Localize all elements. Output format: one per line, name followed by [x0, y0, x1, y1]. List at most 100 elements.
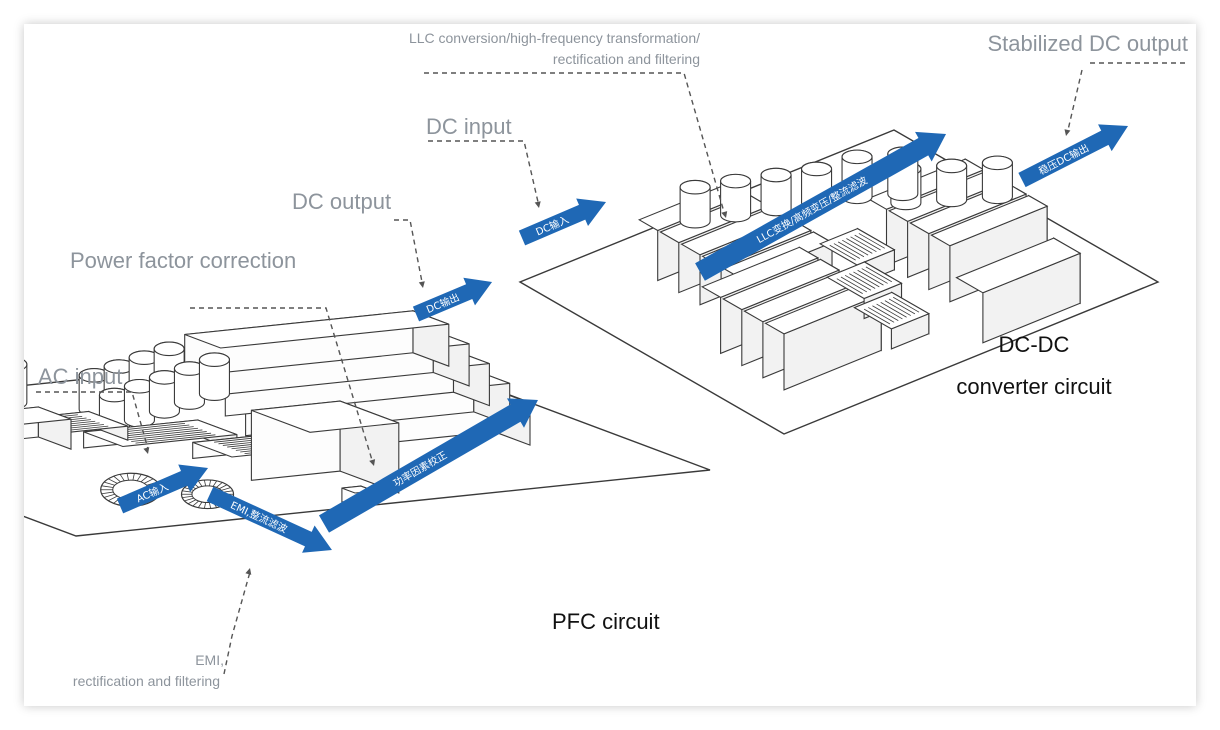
coil-winding [197, 480, 203, 487]
arrow-body [318, 398, 538, 533]
dcdc-board [518, 129, 1160, 435]
transformer-fin [126, 431, 207, 441]
coil-winding [197, 501, 203, 508]
transformer-fin [861, 268, 888, 284]
leader-tip [369, 459, 376, 466]
coil-winding [212, 480, 218, 487]
transformer-fin [884, 300, 911, 316]
coil-winding [209, 502, 212, 509]
coil-winding [144, 478, 154, 484]
box-top [251, 400, 399, 433]
coil-winding [101, 485, 114, 488]
coil-winding [219, 484, 228, 490]
transformer-fin [842, 239, 869, 256]
coil-winding [132, 473, 135, 481]
leader-dc-input [428, 140, 539, 203]
coil-winding [104, 481, 115, 486]
label-llc-line1: LLC conversion/high-frequency transforma… [408, 30, 700, 46]
transformer-fin [863, 308, 891, 325]
label-dcdc-line2: converter circuit [956, 374, 1112, 399]
arrow-body [1018, 124, 1129, 188]
pfc-emi-block [24, 406, 72, 450]
coil-winding [187, 499, 197, 505]
leader-pfc [190, 307, 373, 461]
coil-winding [126, 473, 129, 481]
dcdc-capacitor [760, 167, 792, 217]
coil-winding [136, 474, 142, 482]
transformer-fin [118, 427, 199, 438]
box-top [83, 419, 238, 448]
leader-tip [245, 568, 252, 575]
dcdc-capacitor [720, 173, 752, 223]
pfc-board [24, 310, 711, 537]
coil-winding [184, 497, 194, 502]
leader-lines [36, 62, 1188, 675]
coil-winding [209, 479, 212, 487]
pfc-capacitor [198, 352, 230, 401]
label-ac-input: AC input [38, 364, 123, 389]
coil-winding [113, 475, 121, 483]
arrow-body [206, 486, 332, 553]
capacitor-top [679, 179, 711, 195]
capacitor-top [153, 341, 185, 357]
leader-pfc-dc-output [394, 219, 423, 283]
arrow-label: 稳压DC输出 [1036, 141, 1091, 177]
label-pfc-dc-output: DC output [292, 189, 392, 214]
coil-winding [182, 495, 193, 499]
coil-winding [140, 475, 149, 483]
dcdc-capacitor [981, 155, 1013, 205]
coil-winding [182, 490, 193, 493]
label-emi-line2: rectification and filtering [72, 673, 220, 689]
leader-tip [418, 281, 425, 288]
leader-tip [143, 447, 150, 454]
coil-winding [108, 495, 118, 502]
capacitor-top [841, 149, 873, 165]
label-emi-line1: EMI, [195, 652, 224, 668]
transformer-fin [876, 303, 903, 320]
transformer-fin [135, 434, 216, 444]
pfc-capacitor [24, 359, 28, 408]
transformer-fin [868, 307, 895, 323]
arrow-dc-input: DC输入 [518, 198, 607, 246]
transformer-fin [854, 234, 881, 251]
capacitor-top [198, 352, 230, 368]
transformer-fin [888, 298, 916, 315]
label-pfc-circuit: PFC circuit [552, 609, 660, 634]
leader-emi [223, 571, 251, 675]
capacitor-top [801, 161, 833, 177]
capacitor-top [981, 155, 1013, 171]
coil-winding [108, 478, 118, 484]
box-top [930, 194, 1049, 247]
transformer-fin [849, 273, 876, 289]
coil-winding [192, 500, 199, 507]
arrow-stabilized-output: 稳压DC输出 [1018, 124, 1129, 188]
arrow-body [695, 131, 947, 281]
box-top [818, 227, 896, 266]
label-dcdc-line1: DC-DC [998, 332, 1070, 357]
coil-winding [216, 482, 223, 488]
transformer-fin [858, 233, 885, 249]
box-top [853, 291, 931, 330]
coil-winding [101, 491, 114, 495]
transformer-fin [131, 432, 212, 442]
transformer-fin [846, 238, 873, 254]
arrow-body [412, 277, 493, 322]
capacitor-top [936, 158, 968, 174]
transformer-fin [857, 269, 884, 286]
capacitor-top [24, 359, 28, 370]
transformer-fin [833, 243, 861, 259]
leader-tip [721, 211, 728, 218]
pfc-large-block [250, 400, 400, 494]
capacitor-top [760, 167, 792, 183]
box-top [700, 246, 820, 299]
box-top [184, 310, 449, 349]
transformer-fin [840, 276, 868, 293]
leader-ac-input [36, 391, 149, 450]
coil-winding [203, 479, 207, 487]
dcdc-output-block [955, 237, 1082, 344]
label-stabilized-dc-output: Stabilized DC output [987, 31, 1188, 56]
coil-winding [104, 493, 115, 498]
pfc-heatsink-block [184, 310, 450, 378]
leader-llc [424, 72, 725, 213]
